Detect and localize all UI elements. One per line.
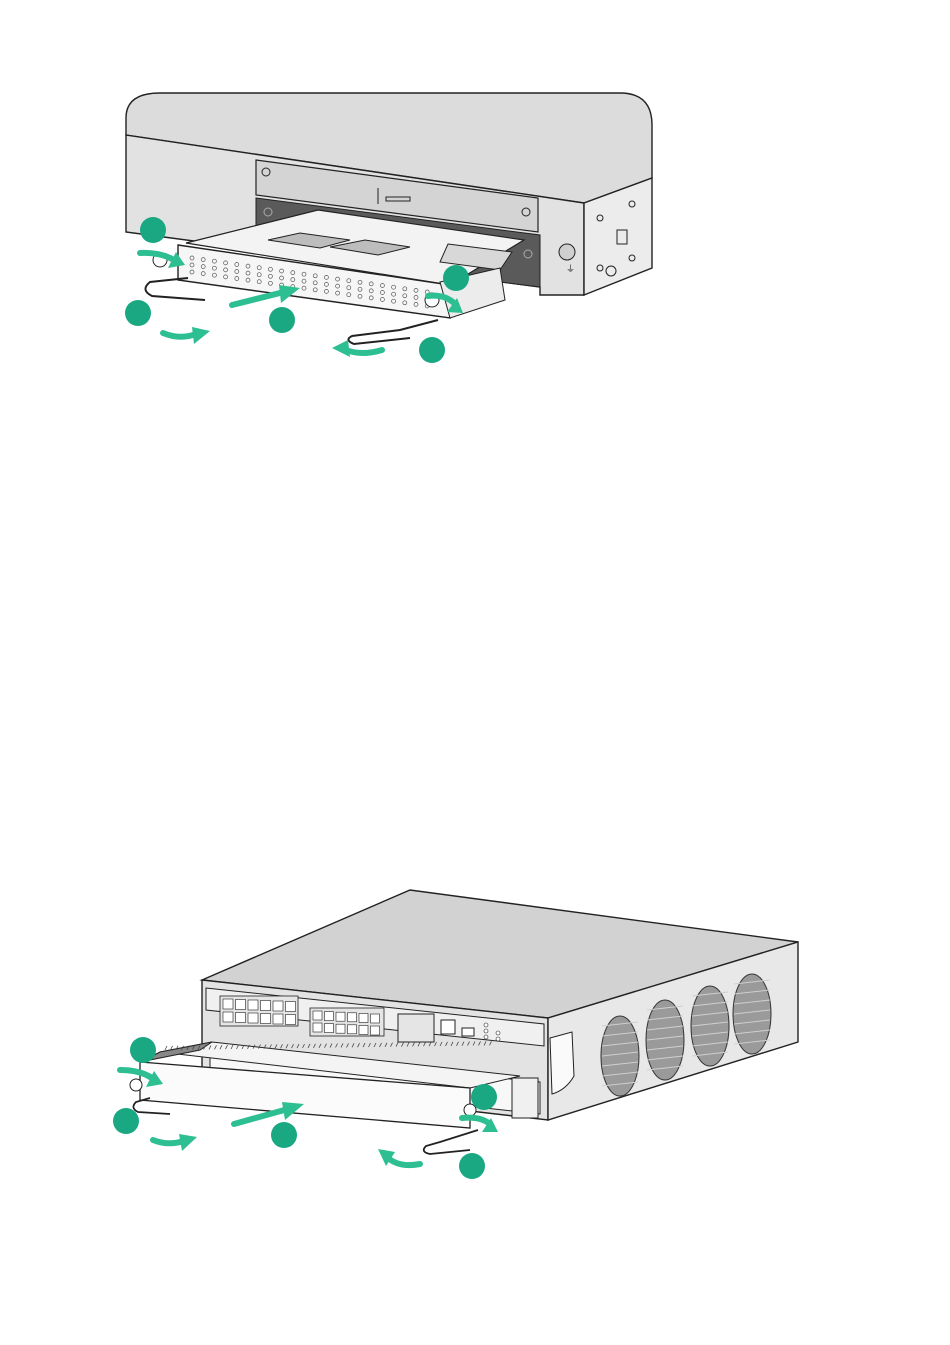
arrow-lever-right (388, 1158, 420, 1165)
rj45-port (248, 1000, 258, 1010)
arrow-push-card (234, 1109, 288, 1124)
step-marker (419, 337, 445, 363)
sfp-port (348, 1025, 357, 1034)
step-marker (459, 1153, 485, 1179)
rj45-port (261, 1001, 271, 1011)
sfp-port (313, 1023, 322, 1032)
ground-screw-icon (559, 244, 575, 260)
sfp-port (348, 1013, 357, 1022)
step-marker (443, 265, 469, 291)
rj45-port (261, 1014, 271, 1024)
console-port (441, 1020, 455, 1034)
sfp-port (325, 1012, 334, 1021)
rj45-port (236, 1000, 246, 1010)
usb-port (462, 1028, 474, 1036)
step-marker (471, 1084, 497, 1110)
step-marker (271, 1122, 297, 1148)
rack-slot-drawing: ⏚ (0, 0, 950, 400)
figure-desktop-install (0, 880, 950, 1200)
sfp-port (336, 1024, 345, 1033)
sfp-port (336, 1012, 345, 1021)
svg-text:⏚: ⏚ (566, 264, 575, 275)
figure-rack-slot-install: ⏚ (0, 0, 950, 400)
arrowhead (332, 340, 350, 357)
sfp-port (371, 1014, 380, 1023)
step-marker (140, 217, 166, 243)
sfp-port (359, 1025, 368, 1034)
sfp-port (359, 1013, 368, 1022)
ejector-lever-right (424, 1130, 478, 1154)
arrowhead (192, 327, 210, 344)
combo-ports (398, 1014, 434, 1042)
arrowhead (179, 1134, 197, 1151)
step-marker (125, 300, 151, 326)
vent-slot (165, 1046, 167, 1050)
arrow-lever-left (163, 333, 196, 337)
desktop-chassis-drawing (0, 880, 950, 1200)
step-marker (130, 1037, 156, 1063)
rj45-port (248, 1013, 258, 1023)
sfp-port (313, 1011, 322, 1020)
sfp-port (371, 1026, 380, 1035)
step-marker (113, 1108, 139, 1134)
rj45-port (223, 1012, 233, 1022)
captive-screw-right-icon (464, 1104, 476, 1116)
step-marker (269, 307, 295, 333)
captive-screw-left-icon (130, 1079, 142, 1091)
rj45-port (286, 1015, 296, 1025)
arrow-lever-right (346, 350, 382, 353)
sfp-port (325, 1024, 334, 1033)
rj45-port (273, 1014, 283, 1024)
rj45-port (236, 1013, 246, 1023)
rj45-port (223, 999, 233, 1009)
arrow-push-card (232, 292, 284, 305)
rj45-port (286, 1002, 296, 1012)
rj45-port (273, 1001, 283, 1011)
arrow-lever-left (153, 1140, 184, 1143)
